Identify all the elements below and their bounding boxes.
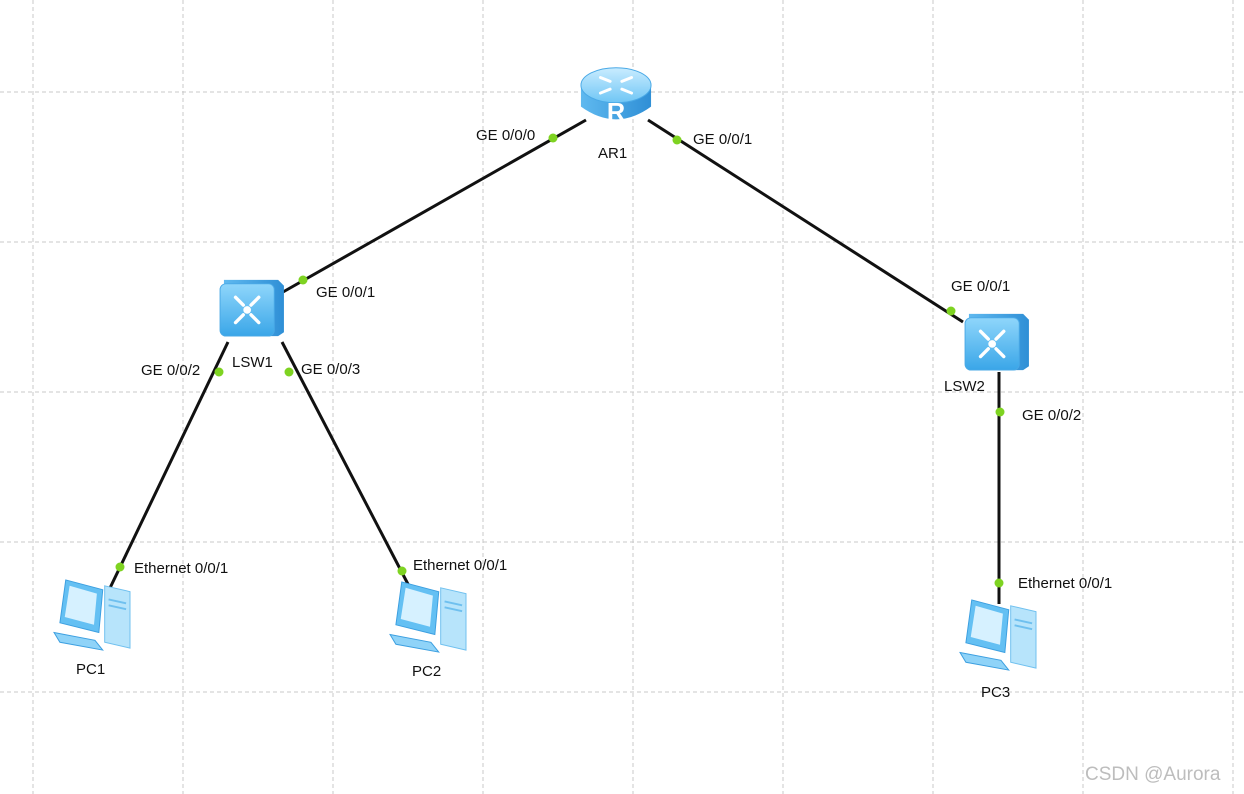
link-lsw1-pc1[interactable] xyxy=(108,341,230,589)
device-label-lsw2: LSW2 xyxy=(944,378,985,395)
port-dot-pc1-eth001[interactable] xyxy=(115,562,125,572)
device-label-pc2: PC2 xyxy=(412,663,441,680)
pc-icon xyxy=(53,578,131,652)
port-label-ar1-ge000: GE 0/0/0 xyxy=(476,127,535,144)
device-lsw2[interactable]: LSW2 xyxy=(944,312,1031,395)
device-pc2[interactable]: PC2 xyxy=(389,580,467,680)
router-icon xyxy=(579,66,653,128)
port-dot-lsw1-ge003[interactable] xyxy=(284,367,294,377)
pc-icon xyxy=(389,580,467,654)
port-dot-pc2-eth001[interactable] xyxy=(397,566,407,576)
device-label-pc3: PC3 xyxy=(981,684,1010,701)
switch-icon xyxy=(218,278,286,338)
link-ar1-lsw1[interactable] xyxy=(282,118,587,294)
port-dot-lsw1-ge002[interactable] xyxy=(214,367,224,377)
port-dot-lsw1-ge001[interactable] xyxy=(298,275,308,285)
port-label-pc3-eth001: Ethernet 0/0/1 xyxy=(1018,575,1112,592)
port-label-ar1-ge001: GE 0/0/1 xyxy=(693,131,752,148)
device-label-ar1: AR1 xyxy=(598,145,627,162)
link-ar1-lsw2[interactable] xyxy=(647,118,964,324)
port-label-lsw2-ge001: GE 0/0/1 xyxy=(951,278,1010,295)
port-dot-ar1-ge000[interactable] xyxy=(548,133,558,143)
port-dot-lsw2-ge001[interactable] xyxy=(946,306,956,316)
port-dot-ar1-ge001[interactable] xyxy=(672,135,682,145)
device-pc3[interactable]: PC3 xyxy=(959,598,1037,701)
port-label-lsw1-ge002: GE 0/0/2 xyxy=(141,362,200,379)
switch-icon xyxy=(963,312,1031,372)
watermark: CSDN @Aurora xyxy=(1085,764,1221,785)
port-dot-lsw2-ge002[interactable] xyxy=(995,407,1005,417)
device-ar1[interactable]: AR1 xyxy=(579,66,653,162)
port-label-lsw1-ge001: GE 0/0/1 xyxy=(316,284,375,301)
device-label-pc1: PC1 xyxy=(76,661,105,678)
port-label-lsw2-ge002: GE 0/0/2 xyxy=(1022,407,1081,424)
port-dot-pc3-eth001[interactable] xyxy=(994,578,1004,588)
port-label-lsw1-ge003: GE 0/0/3 xyxy=(301,361,360,378)
port-label-pc2-eth001: Ethernet 0/0/1 xyxy=(413,557,507,574)
port-label-pc1-eth001: Ethernet 0/0/1 xyxy=(134,560,228,577)
device-pc1[interactable]: PC1 xyxy=(53,578,131,678)
device-lsw1[interactable]: LSW1 xyxy=(218,278,286,371)
device-label-lsw1: LSW1 xyxy=(232,354,273,371)
link-lsw1-pc2[interactable] xyxy=(280,341,412,589)
pc-icon xyxy=(959,598,1037,672)
